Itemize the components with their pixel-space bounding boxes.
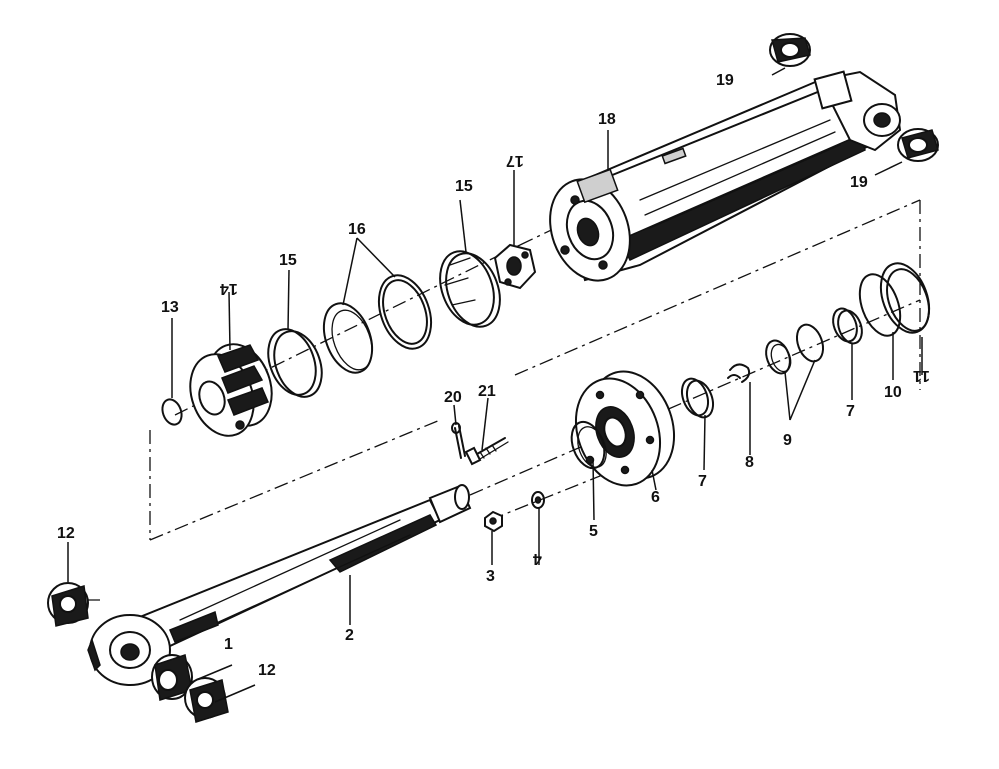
seal-ring-10 — [858, 262, 931, 337]
wear-ring-15-left — [267, 328, 323, 398]
callout-11: 11 — [913, 367, 930, 384]
callout-12b: 12 — [258, 662, 276, 679]
clip-8 — [727, 363, 751, 383]
cotter-pin-20 — [451, 422, 466, 459]
wiper-ring-7-right — [832, 307, 863, 345]
seal-ring-9-b — [795, 323, 825, 363]
callout-15a: 15 — [279, 252, 297, 269]
callout-20: 20 — [444, 389, 462, 406]
callout-10: 10 — [884, 384, 902, 401]
bearing-12-bottom — [184, 677, 229, 723]
seal-ring-9-a — [765, 339, 792, 375]
snap-ring-5 — [570, 420, 607, 470]
callout-7b: 7 — [846, 403, 855, 420]
callout-8: 8 — [745, 454, 754, 471]
callout-1: 1 — [224, 636, 233, 653]
bolt-21 — [464, 437, 509, 466]
callout-16: 16 — [348, 221, 366, 238]
washer-4 — [531, 491, 545, 509]
callout-3: 3 — [486, 568, 495, 585]
bearing-1 — [151, 654, 193, 701]
piston — [189, 343, 273, 437]
cylinder-barrel — [549, 70, 902, 282]
callout-7a: 7 — [698, 473, 707, 490]
bearing-19-top — [769, 33, 811, 67]
bearing-19-right — [897, 128, 939, 162]
callout-9: 9 — [783, 432, 792, 449]
callout-2: 2 — [345, 627, 354, 644]
piston-rod — [87, 484, 472, 686]
callout-14: 14 — [220, 280, 238, 297]
callout-18: 18 — [598, 111, 616, 128]
screw-3 — [484, 510, 503, 533]
callout-13: 13 — [161, 299, 179, 316]
seal-ring-16-large — [377, 274, 433, 350]
leader-lines — [67, 67, 923, 703]
wear-ring-15-right — [439, 250, 501, 328]
o-ring-13 — [161, 398, 183, 426]
cylinder-head — [574, 370, 676, 487]
callout-5: 5 — [589, 523, 598, 540]
bearing-12-left — [47, 582, 89, 627]
piston-nut — [493, 243, 537, 290]
callout-12a: 12 — [57, 525, 75, 542]
callout-17: 17 — [506, 152, 524, 169]
callout-19a: 19 — [716, 72, 734, 89]
callout-6: 6 — [651, 489, 660, 506]
seal-ring-16-small — [322, 302, 374, 374]
callout-19b: 19 — [850, 174, 868, 191]
wiper-ring-7-left — [680, 377, 715, 419]
callout-4: 4 — [533, 550, 542, 567]
callout-15b: 15 — [455, 178, 473, 195]
callout-21: 21 — [478, 383, 496, 400]
